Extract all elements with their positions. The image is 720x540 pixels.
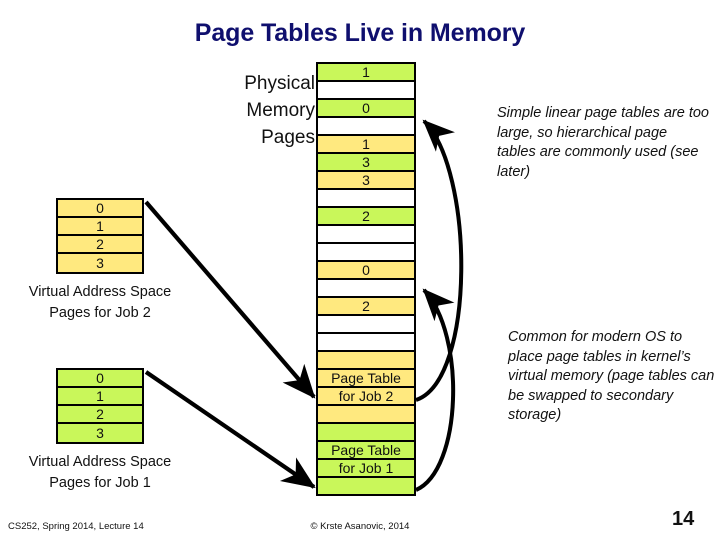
- virtual-address-space-job2: 0 1 2 3: [56, 198, 144, 274]
- caption-job2-line1: Virtual Address Space: [28, 284, 172, 300]
- physical-memory-label-line2: Memory: [246, 100, 315, 121]
- memory-cell-8: 2: [318, 208, 414, 226]
- memory-cell-21: Page Table: [318, 442, 414, 460]
- caption-job1: Virtual Address Space Pages for Job 1: [0, 452, 205, 494]
- memory-cell-20: [318, 424, 414, 442]
- caption-job2: Virtual Address Space Pages for Job 2: [0, 282, 205, 324]
- vpage-job1-1: 1: [58, 388, 142, 406]
- memory-cell-18: for Job 2: [318, 388, 414, 406]
- memory-cell-3: [318, 118, 414, 136]
- page-number: 14: [672, 508, 695, 530]
- memory-cell-22: for Job 1: [318, 460, 414, 478]
- caption-job1-line2: Pages for Job 1: [49, 475, 151, 491]
- physical-memory-label: Physical Memory Pages: [170, 70, 315, 151]
- vpage-job2-3: 3: [58, 254, 142, 272]
- footer-left: CS252, Spring 2014, Lecture 14: [8, 521, 144, 532]
- memory-cell-17: Page Table: [318, 370, 414, 388]
- memory-cell-6: 3: [318, 172, 414, 190]
- memory-cell-14: [318, 316, 414, 334]
- memory-cell-11: 0: [318, 262, 414, 280]
- memory-cell-1: [318, 82, 414, 100]
- memory-cell-13: 2: [318, 298, 414, 316]
- vpage-job2-1: 1: [58, 218, 142, 236]
- annotation-hierarchical-page-tables: Simple linear page tables are too large,…: [497, 105, 709, 180]
- physical-memory-label-line1: Physical: [244, 73, 315, 94]
- virtual-address-space-job1: 0 1 2 3: [56, 368, 144, 444]
- vpage-job1-3: 3: [58, 424, 142, 442]
- annotation-kernel-virtual-memory: Common for modern OS to place page table…: [508, 329, 715, 423]
- memory-cell-10: [318, 244, 414, 262]
- page-title: Page Tables Live in Memory: [194, 19, 526, 47]
- arrow-pagetable1-to-physical: [415, 288, 456, 492]
- memory-cell-23: [318, 478, 414, 496]
- vpage-job2-2: 2: [58, 236, 142, 254]
- memory-cell-7: [318, 190, 414, 208]
- memory-cell-5: 3: [318, 154, 414, 172]
- vpage-job2-0: 0: [58, 200, 142, 218]
- memory-cell-19: [318, 406, 414, 424]
- physical-memory-label-line3: Pages: [261, 127, 315, 148]
- memory-cell-16: [318, 352, 414, 370]
- arrow-pagetable2-to-physical: [415, 119, 464, 402]
- vpage-job1-0: 0: [58, 370, 142, 388]
- memory-cell-15: [318, 334, 414, 352]
- memory-cell-0: 1: [318, 64, 414, 82]
- memory-cell-2: 0: [318, 100, 414, 118]
- memory-cell-12: [318, 280, 414, 298]
- caption-job1-line1: Virtual Address Space: [28, 454, 172, 470]
- caption-job2-line2: Pages for Job 2: [49, 305, 151, 321]
- memory-cell-9: [318, 226, 414, 244]
- memory-cell-4: 1: [318, 136, 414, 154]
- vpage-job1-2: 2: [58, 406, 142, 424]
- footer-center: © Krste Asanovic, 2014: [310, 521, 410, 532]
